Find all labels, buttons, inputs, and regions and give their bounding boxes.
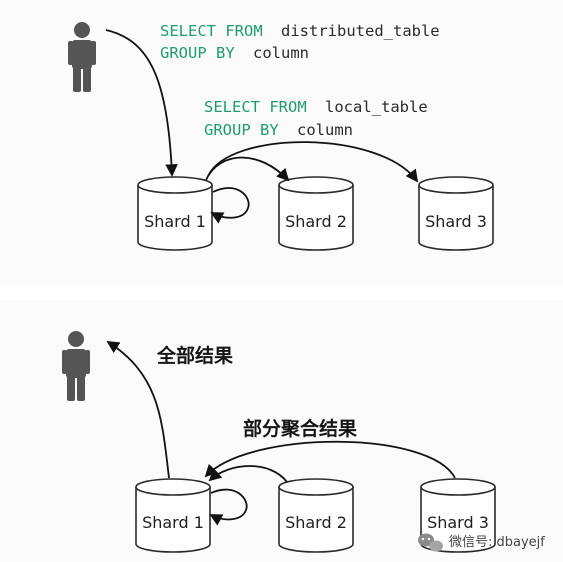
svg-text:GROUP BY column: GROUP BY column (204, 121, 353, 139)
full-result-label: 全部结果 (156, 344, 233, 367)
arrow-shard3-to-shard1 (204, 440, 456, 479)
svg-text:SELECT FROM local_tabl: SELECT FROM local_table (204, 98, 428, 116)
arrow-shard1-to-shard2 (205, 156, 290, 182)
user-icon (62, 331, 90, 401)
shard-2-label-bottom: Shard 2 (285, 513, 347, 532)
shard-2-cylinder-bottom (278, 478, 354, 553)
query-identifier: local_table (325, 98, 428, 116)
arrow-shard2-to-shard1 (208, 465, 288, 483)
arrow-shard1-to-shard3 (207, 141, 419, 183)
watermark-text: 微信号: dbayejf (449, 535, 545, 550)
shard-2-cylinder-top (278, 176, 354, 251)
query-keyword: GROUP BY (204, 121, 279, 139)
arrow-shard1-self-bottom (209, 488, 248, 526)
query-identifier: column (253, 44, 309, 62)
shard-1-label-top: Shard 1 (144, 212, 206, 231)
shard-3-cylinder-bottom (420, 478, 496, 553)
query-keyword: SELECT FROM (204, 98, 307, 116)
partial-result-label: 部分聚合结果 (243, 417, 357, 440)
arrow-user-to-shard1 (105, 29, 178, 177)
local-query-text: SELECT FROM local_table GROUP BY column (204, 98, 428, 139)
query-keyword: GROUP BY (160, 44, 235, 62)
arrow-shard1-self-top (210, 187, 250, 224)
wechat-watermark: 微信号: dbayejf (418, 533, 545, 552)
distributed-query-text: SELECT FROM distributed_table GROUP BY c… (160, 22, 440, 62)
shard-1-label-bottom: Shard 1 (142, 513, 204, 532)
shard-1-cylinder-bottom (135, 478, 211, 553)
shard-1-cylinder-top (137, 176, 213, 251)
shard-3-label-bottom: Shard 3 (427, 513, 489, 532)
shard-3-cylinder-top (418, 176, 494, 251)
query-identifier: column (297, 121, 353, 139)
svg-text:SELECT FROM distribute: SELECT FROM distributed_table (160, 22, 440, 40)
shard-3-label-top: Shard 3 (425, 212, 487, 231)
query-identifier: distributed_table (281, 22, 440, 40)
svg-text:GROUP BY column: GROUP BY column (160, 44, 309, 62)
user-icon (68, 22, 96, 92)
query-keyword: SELECT FROM (160, 22, 263, 40)
shard-2-label-top: Shard 2 (285, 212, 347, 231)
wechat-icon (418, 533, 443, 552)
arrow-shard1-to-user (106, 340, 170, 479)
